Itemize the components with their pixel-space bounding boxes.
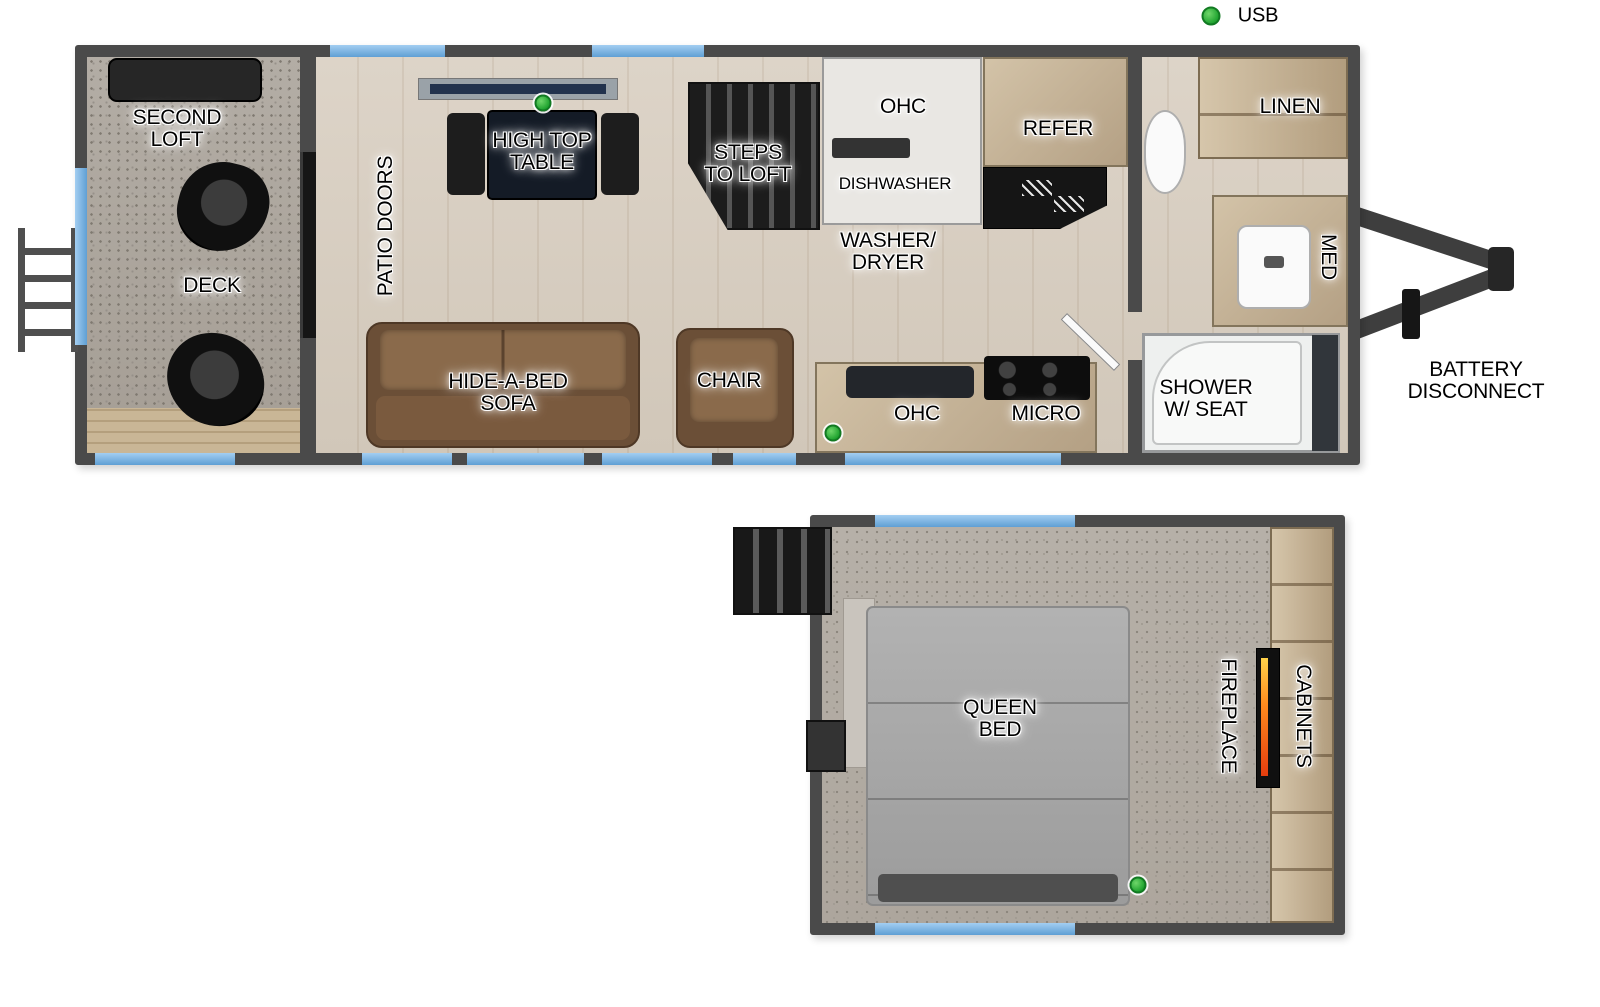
washer-dryer-label: WASHER/ DRYER — [840, 229, 936, 274]
queen-bed — [866, 606, 1130, 906]
usb-port-icon — [1129, 876, 1147, 894]
bed-headboard — [878, 874, 1118, 902]
battery-disconnect-label: BATTERY DISCONNECT — [1407, 358, 1545, 403]
window — [330, 45, 445, 57]
refrigerator — [983, 57, 1128, 167]
chair-label: CHAIR — [696, 369, 762, 393]
window — [362, 453, 452, 465]
second-loft-table — [108, 58, 262, 102]
usb-port-icon — [534, 94, 552, 112]
ohc-lower-label: OHC — [893, 402, 941, 426]
usb-legend-label: USB — [1237, 4, 1279, 27]
med-label: MED — [1316, 233, 1340, 281]
window — [467, 453, 584, 465]
shower-pan — [1152, 341, 1302, 445]
window — [733, 453, 796, 465]
queen-bed-label: QUEEN BED — [963, 696, 1037, 741]
loft-steps — [733, 527, 832, 615]
steps-to-loft-label: STEPS TO LOFT — [704, 141, 792, 186]
linen-label: LINEN — [1259, 95, 1321, 119]
faucet — [1264, 256, 1284, 268]
window — [592, 45, 704, 57]
sofa-backrest — [376, 396, 630, 440]
shower-w-seat-label: SHOWER W/ SEAT — [1159, 376, 1253, 421]
wall — [1128, 360, 1142, 453]
wall — [300, 57, 316, 157]
rear-ladder — [18, 228, 78, 352]
vent-marks — [1054, 196, 1084, 212]
usb-legend-icon — [1201, 6, 1221, 26]
toilet — [1144, 110, 1186, 194]
hitch-a-frame — [1352, 206, 1514, 340]
micro-label: MICRO — [1011, 402, 1081, 426]
fireplace-label: FIREPLACE — [1216, 658, 1240, 774]
refer-label: REFER — [1022, 117, 1094, 141]
usb-port-icon — [824, 424, 842, 442]
sofa-cushions — [380, 330, 626, 390]
dishwasher-front — [832, 138, 910, 158]
window — [95, 453, 235, 465]
dishwasher-label: DISHWASHER — [838, 174, 952, 194]
hide-a-bed-sofa-label: HIDE-A-BED SOFA — [448, 370, 568, 415]
wall — [300, 338, 316, 453]
window — [75, 168, 87, 345]
kitchen-sink — [846, 366, 974, 398]
patio-doors-label: PATIO DOORS — [374, 155, 398, 297]
window — [875, 515, 1075, 527]
second-loft-label: SECOND LOFT — [132, 106, 222, 151]
cooktop — [984, 356, 1090, 400]
shower-wall — [1312, 335, 1338, 451]
flame-icon — [1261, 658, 1268, 776]
ohc-kitchen-label: OHC — [879, 95, 927, 119]
table-stool — [447, 113, 485, 195]
window-glass — [430, 84, 606, 94]
cabinets-label: CABINETS — [1291, 664, 1315, 768]
window — [845, 453, 1061, 465]
linen-cabinet — [1198, 57, 1348, 159]
window — [602, 453, 712, 465]
fireplace — [1256, 648, 1280, 788]
window — [875, 923, 1075, 935]
patio-doors — [300, 152, 316, 342]
loft-landing — [806, 720, 846, 772]
table-stool — [601, 113, 639, 195]
high-top-table-label: HIGH TOP TABLE — [492, 129, 592, 174]
deck-label: DECK — [183, 274, 241, 298]
wall — [1128, 57, 1142, 312]
vent-marks — [1022, 180, 1052, 196]
armchair-cushion — [690, 338, 778, 422]
